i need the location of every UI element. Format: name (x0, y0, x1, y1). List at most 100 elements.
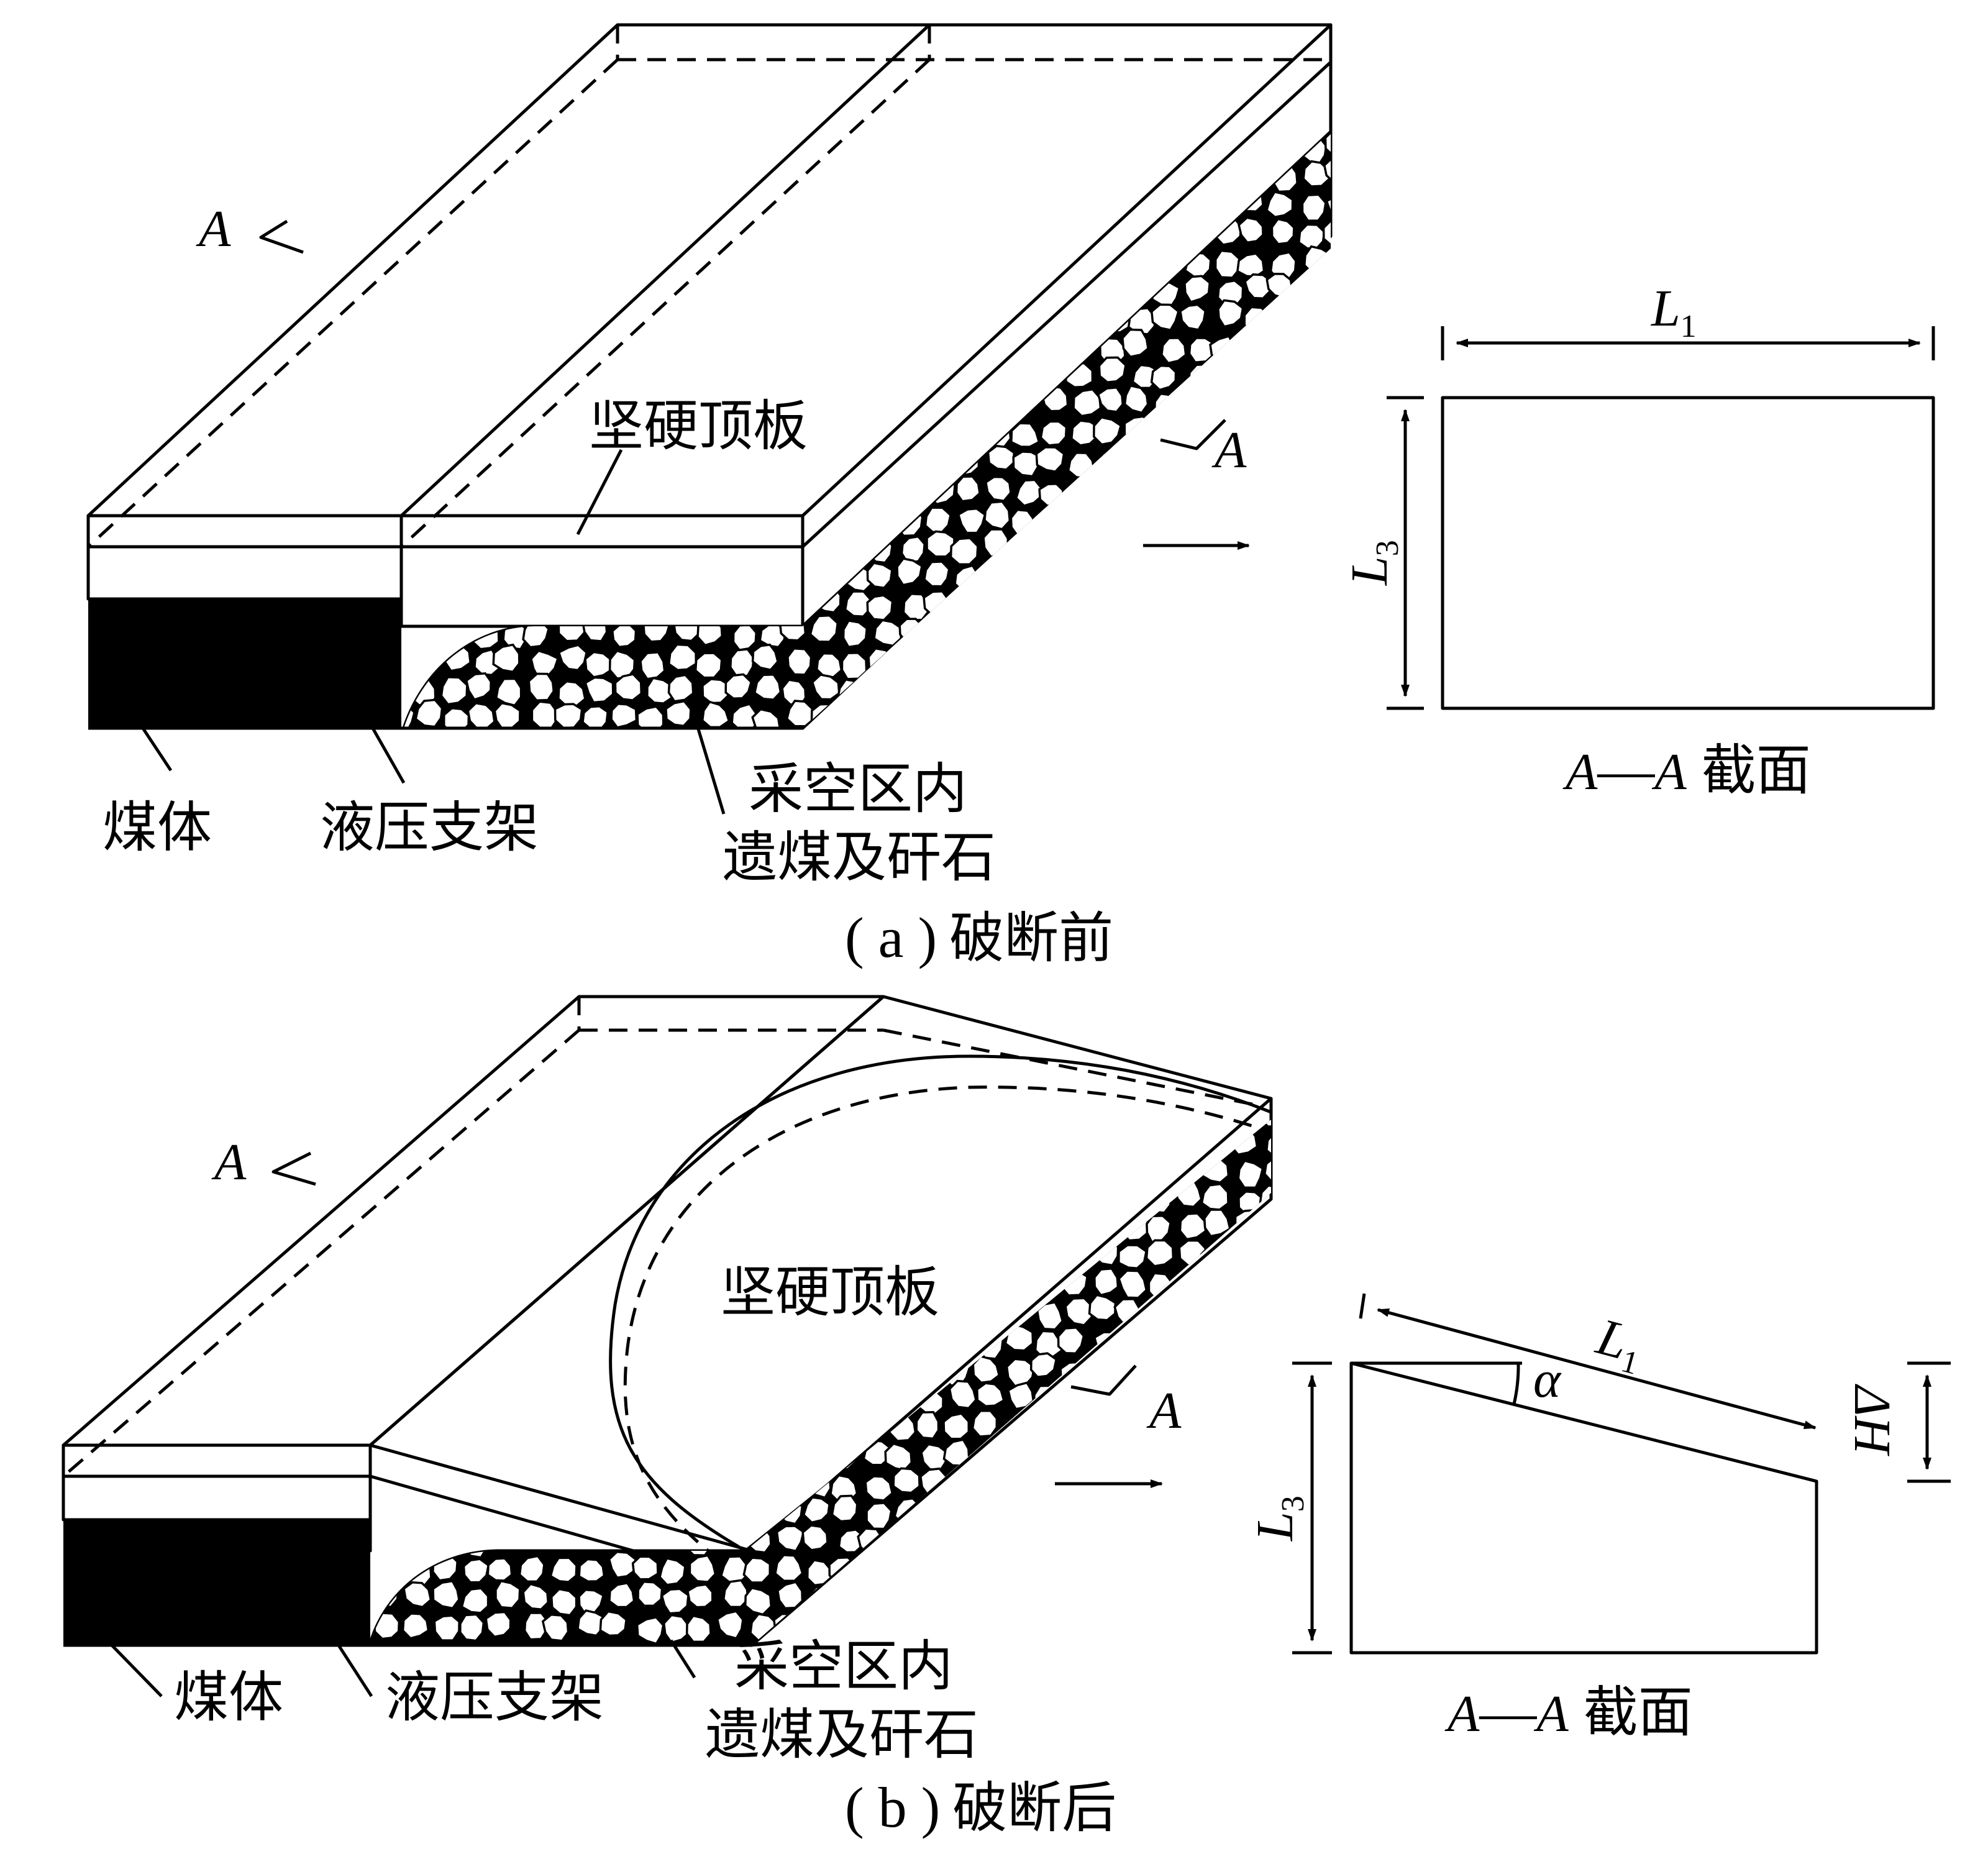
goaf-a-stone (873, 337, 902, 365)
goaf-a-stone (1009, 359, 1037, 387)
goaf-a-stone (954, 274, 985, 304)
goaf-a-stone (815, 567, 844, 593)
goaf-a-stone (808, 418, 839, 445)
goaf-b-stone (371, 1439, 399, 1469)
goaf-a-stone (1097, 386, 1124, 413)
goaf-a-stone (898, 101, 925, 127)
goaf-a-stone (1098, 356, 1127, 384)
goaf-a-stone (1322, 651, 1331, 680)
goaf-a-stone (694, 652, 723, 679)
goaf-a-stone (1124, 590, 1154, 616)
support-label-b: 液压支架 (385, 1665, 604, 1729)
goaf-b-stone (715, 1352, 744, 1380)
goaf-a-stone (1242, 705, 1270, 728)
goaf-b-stone (722, 1579, 749, 1609)
goaf-b-stone (978, 1555, 1008, 1583)
goaf-a-stone (871, 132, 901, 158)
goaf-b-stone (688, 1554, 717, 1584)
goaf-a-stone (1100, 447, 1128, 474)
goaf-a-stone (900, 367, 927, 393)
goaf-a-stone (988, 613, 1018, 643)
goaf-b-stone (689, 1413, 718, 1441)
goaf-b-stone (658, 1406, 687, 1434)
goaf-b-stone (776, 1581, 804, 1610)
goaf-b-stone (403, 1328, 427, 1356)
goaf-b-stone (1093, 1267, 1119, 1297)
goaf-a-stone (755, 270, 783, 299)
goaf-a-stone (640, 135, 667, 164)
goaf-a-stone (1040, 557, 1068, 587)
goaf-b-stone (1059, 1499, 1087, 1529)
goaf-a-stone (923, 590, 952, 617)
goaf-b-stone (665, 1382, 693, 1410)
goaf-a-stone (587, 156, 616, 186)
goaf-a-stone (1269, 476, 1294, 506)
goaf-a-stone (787, 647, 813, 676)
goaf-b-stone (514, 1270, 544, 1299)
goaf-b-stone (1119, 1466, 1148, 1496)
goaf-a-stone (952, 675, 983, 706)
goaf-b-stone (520, 1242, 549, 1273)
goaf-b-stone (1203, 1294, 1230, 1322)
goaf-a-stone (731, 194, 760, 221)
goaf-a-stone (843, 416, 872, 444)
goaf-a-stone (587, 557, 616, 586)
goaf-b-stone (1064, 1614, 1093, 1640)
goaf-a-stone (1328, 244, 1331, 273)
goaf-a-stone (1013, 254, 1041, 281)
goaf-a-stone (757, 214, 786, 242)
goaf-a-stone (729, 648, 755, 678)
goaf-b-stone (460, 1587, 490, 1614)
goaf-a-stone (414, 698, 444, 728)
goaf-a-stone (813, 531, 842, 558)
goaf-a-stone (952, 132, 980, 134)
goaf-b-stone (1258, 1266, 1271, 1294)
goaf-a-stone (408, 331, 435, 358)
goaf-b-stone (403, 1530, 430, 1560)
goaf-b-stone (573, 1151, 601, 1180)
goaf-b-stone (1115, 1127, 1144, 1154)
goaf-a-stone (1237, 674, 1266, 702)
goaf-a-stone (665, 700, 692, 728)
goaf-b-stone (513, 1415, 542, 1444)
goaf-b-stone (344, 1468, 368, 1492)
goaf-b-stone (805, 1444, 832, 1471)
goaf-b-stone (915, 1120, 943, 1124)
goaf-a-stone (926, 450, 955, 480)
goaf-a-stone (752, 560, 781, 590)
goaf-b-stone (1265, 1131, 1271, 1159)
goaf-a-stone (1266, 416, 1295, 442)
goaf-a-stone (845, 531, 872, 559)
goaf-b-stone (949, 1499, 975, 1527)
goaf-a-stone (614, 673, 643, 701)
goaf-b-stone (807, 1180, 837, 1208)
goaf-a-stone (1159, 648, 1187, 675)
goaf-b-stone (432, 1579, 460, 1610)
goaf-b-stone (1036, 1407, 1064, 1435)
goaf-a-stone (808, 331, 837, 359)
goaf-b-stone (1121, 1215, 1149, 1242)
goaf-a-stone (1013, 188, 1041, 218)
goaf-a-stone (1326, 338, 1331, 366)
goaf-b-stone (578, 1558, 606, 1583)
goaf-b-stone (516, 1302, 547, 1330)
goaf-b-stone (488, 1152, 515, 1180)
goaf-b-stone (1262, 1387, 1271, 1416)
goaf-b-stone (973, 1302, 1003, 1331)
goaf-a-stone (695, 280, 723, 307)
goaf-a-stone (531, 700, 559, 728)
goaf-b-stone (750, 1439, 780, 1466)
goaf-b-stone (858, 1212, 887, 1241)
goaf-a-stone (758, 507, 787, 535)
goaf-b-stone (401, 1612, 430, 1640)
goaf-a-stone (668, 560, 699, 589)
goaf-b-stone (342, 1304, 368, 1328)
goaf-b-stone (1231, 1297, 1257, 1327)
goaf-b-stone (944, 1555, 973, 1582)
goaf-a-stone (753, 674, 782, 701)
goaf-b-stone (630, 1120, 657, 1121)
goaf-a-stone (1334, 275, 1359, 301)
goaf-a-stone (839, 706, 867, 728)
goaf-a-stone (926, 530, 955, 558)
